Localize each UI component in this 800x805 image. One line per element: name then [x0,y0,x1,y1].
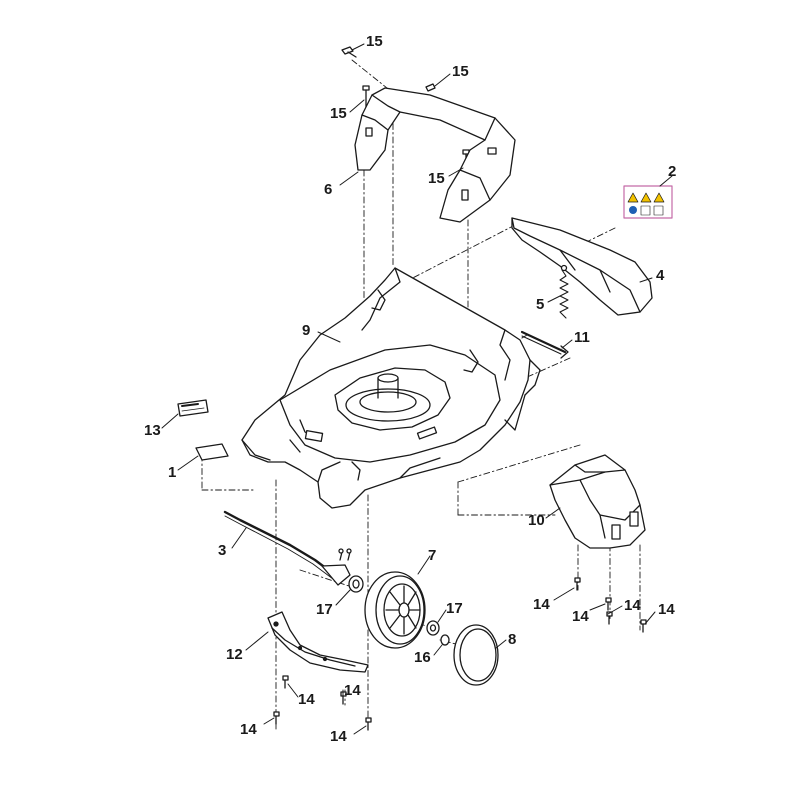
leader-lines [161,43,673,735]
handle-6 [354,87,516,223]
screw-14-7 [273,711,280,725]
bushing-17-left [348,575,364,593]
callout-17: 17 [316,601,333,618]
grass-chute-10 [549,454,646,549]
callout-7: 7 [428,547,437,564]
plate-1 [195,443,229,461]
callout-16: 16 [414,649,431,666]
axle-3 [223,510,352,586]
callout-11: 11 [574,329,590,346]
screw-14-8 [365,717,372,731]
height-lever-12 [267,611,369,673]
screw-15-top [341,46,357,58]
callout-15: 15 [366,33,383,50]
spring-5 [559,264,569,319]
callout-14: 14 [572,608,589,625]
callout-14: 14 [624,597,641,614]
callout-2: 2 [668,163,677,180]
callout-4: 4 [656,267,665,284]
callout-10: 10 [528,512,545,529]
washer-16 [440,634,450,646]
callout-1: 1 [168,464,177,481]
screw-14-3 [606,611,613,625]
callout-5: 5 [536,296,545,313]
rear-flap-4 [511,217,653,316]
callout-14: 14 [240,721,257,738]
callout-15: 15 [330,105,347,122]
screw-15-right [425,83,436,92]
callout-6: 6 [324,181,333,198]
screw-15-left [362,85,370,108]
screw-14-4 [640,619,647,633]
callout-14: 14 [344,682,361,699]
callout-14: 14 [533,596,550,613]
callout-13: 13 [144,422,161,439]
callout-3: 3 [218,542,227,559]
callout-12: 12 [226,646,243,663]
sticker-13 [177,399,209,417]
callout-15: 15 [452,63,469,80]
callout-9: 9 [302,322,311,339]
wheel-7 [364,571,426,649]
callout-17: 17 [446,600,463,617]
mower-housing-9 [241,267,541,509]
rod-11 [520,330,569,359]
warning-label-2 [623,185,673,219]
screw-14-5 [282,675,289,689]
callout-14: 14 [298,691,315,708]
callout-14: 14 [658,601,675,618]
callout-15: 15 [428,170,445,187]
screw-14-1 [574,577,581,591]
screw-14-2 [605,597,612,611]
callout-8: 8 [508,631,517,648]
bushing-17-right [426,620,440,636]
callout-14: 14 [330,728,347,745]
hubcap-8 [453,624,499,686]
